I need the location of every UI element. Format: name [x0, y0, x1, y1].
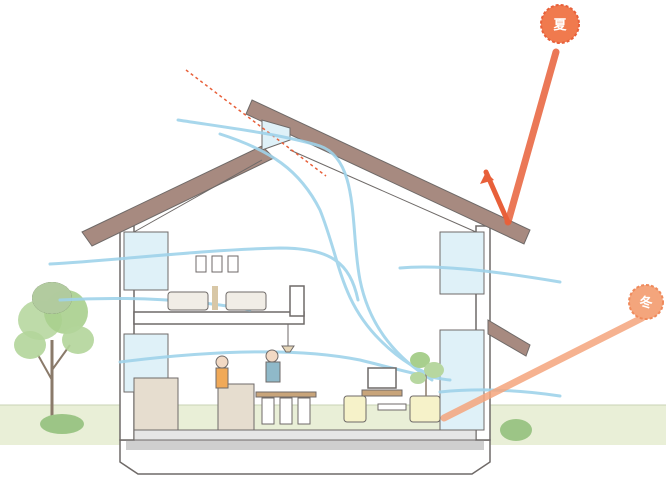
plant-icon	[410, 352, 444, 396]
sun-icon: 冬	[628, 284, 664, 320]
upstairs-sofas	[167, 286, 267, 311]
shrub-icon	[40, 414, 84, 434]
kitchen	[133, 377, 255, 431]
winter-sun-arrow	[440, 314, 646, 422]
sun-angle-line	[185, 69, 327, 177]
wind-flow	[48, 118, 562, 398]
wall-pictures	[195, 255, 239, 273]
foundation	[119, 439, 491, 475]
roof	[81, 99, 531, 357]
summer-sun-label: 夏	[552, 18, 567, 33]
people	[215, 349, 281, 389]
tree-icon	[14, 282, 94, 420]
summer-sun-arrow	[480, 48, 560, 226]
living-room	[343, 367, 441, 423]
pendant-lamp	[281, 324, 295, 353]
window-right-upper	[439, 231, 485, 295]
winter-sun-label: 冬	[639, 295, 652, 311]
window-left-upper	[123, 231, 169, 291]
sun-icon: 夏	[540, 4, 580, 44]
dining-set	[255, 391, 317, 425]
shrub-icon	[500, 419, 532, 441]
